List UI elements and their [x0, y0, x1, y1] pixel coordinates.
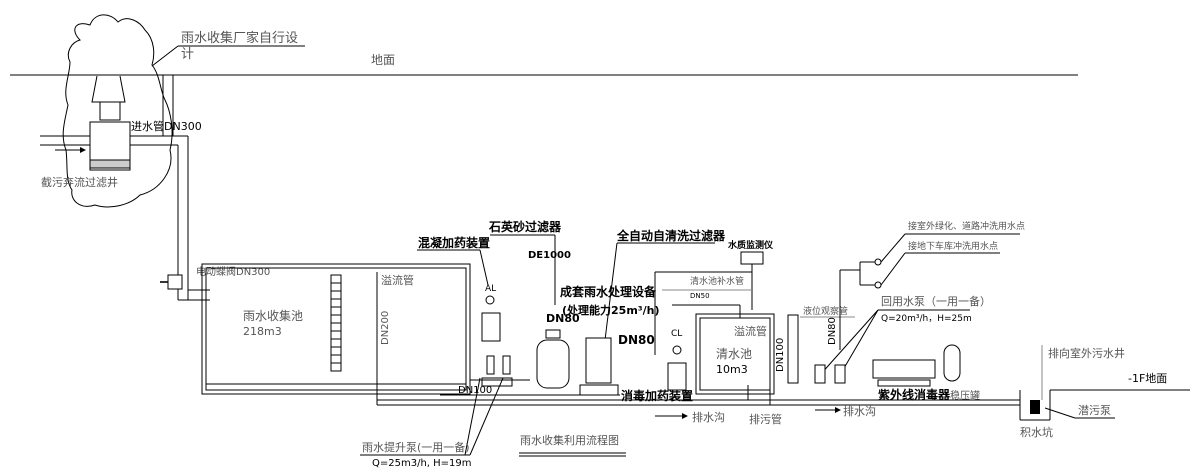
outlet-valve-icon — [874, 281, 882, 289]
outlet-valve-icon — [874, 258, 882, 266]
dn80-label-a: DN80 — [546, 312, 580, 325]
makeup-pipe-label: 清水池补水管 — [690, 275, 744, 287]
reuse-pumps — [814, 364, 846, 384]
al-tag: AL — [485, 284, 496, 294]
lift-pump-spec: Q=25m3/h, H=19m — [372, 458, 472, 469]
coag-tank — [481, 312, 501, 342]
collection-tank — [205, 267, 467, 391]
cl-tank — [667, 362, 687, 391]
sump-pump-icon — [1030, 400, 1040, 414]
floor-b1-label: -1F地面 — [1128, 372, 1167, 385]
coag-dosing-label: 混凝加药装置 — [418, 235, 490, 250]
vendor-note-leader — [151, 45, 179, 67]
dn100-label-a: DN100 — [458, 385, 492, 396]
auto-filter-unit — [585, 337, 612, 384]
dosing-pump-icon — [485, 295, 495, 305]
filter-well-neck — [99, 101, 121, 121]
overflow-pipe-label-1: 溢流管 — [381, 273, 414, 287]
drain-ditch-label-1: 排水沟 — [692, 410, 725, 424]
garage-use-label: 接地下车库冲洗用水点 — [908, 240, 998, 252]
vendor-note-line1: 雨水收集厂家自行设 — [181, 30, 298, 46]
reuse-pump-label: 回用水泵（一用一备） — [881, 294, 991, 308]
level-tube-label: 液位观察管 — [803, 305, 848, 317]
level-gauge-ticks — [331, 282, 341, 364]
butterfly-valve-label: 电动蝶阀DN300 — [196, 265, 270, 278]
dn200-label: DN200 — [380, 311, 391, 345]
collection-tank-volume: 218m3 — [243, 325, 282, 338]
filter-well-base — [89, 159, 131, 169]
to-sewer-label: 排向室外污水井 — [1048, 346, 1125, 360]
reuse-pump-spec: Q=20m³/h，H=25m — [881, 314, 972, 324]
clear-tank-label: 清水池 — [716, 347, 752, 361]
pressure-tank-label: 稳压罐 — [950, 389, 980, 402]
sump-pit-label: 积水坑 — [1020, 425, 1053, 439]
dn80-label-b: DN80 — [618, 333, 655, 347]
water-quality-meter-label: 水质监测仪 — [728, 239, 774, 251]
clear-tank-volume: 10m3 — [716, 363, 748, 376]
vendor-note-line2: 计 — [181, 47, 194, 62]
sand-filter-valve — [545, 329, 561, 339]
treatment-set-label: 成套雨水处理设备 — [560, 284, 657, 299]
treatment-capacity-label: (处理能力25m³/h) — [562, 303, 660, 317]
outdoor-use-label: 接室外绿化、道路冲洗用水点 — [908, 220, 1025, 232]
drain-ditch-label-2: 排水沟 — [843, 404, 876, 418]
inlet-pipe-label: 进水管DN300 — [131, 119, 202, 133]
dn50-label: DN50 — [690, 292, 710, 300]
sand-filter-label: 石英砂过滤器 — [488, 219, 562, 234]
overflow-pipe-label-2: 溢流管 — [734, 324, 767, 338]
pressure-tank-icon — [943, 344, 961, 382]
diagram-title: 雨水收集利用流程图 — [520, 433, 619, 447]
vendor-scope-cloud — [62, 14, 173, 208]
auto-filter-label: 全自动自清洗过滤器 — [616, 228, 726, 243]
filter-well-label: 截污弃流过滤井 — [41, 175, 118, 189]
collection-tank-label: 雨水收集池 — [243, 308, 303, 323]
de1000-label: DE1000 — [528, 250, 571, 261]
water-quality-meter-icon — [740, 251, 764, 265]
sump-pump-label: 潜污泵 — [1078, 403, 1111, 417]
dn100-label-b: DN100 — [775, 338, 786, 372]
lift-pump-label: 雨水提升泵(一用一备) — [362, 440, 470, 454]
uv-sterilizer-unit — [872, 359, 936, 379]
sewage-pipe-label: 排污管 — [749, 412, 782, 426]
uv-sterilizer-label: 紫外线消毒器 — [878, 387, 951, 402]
sand-filter-vessel — [536, 339, 570, 389]
disinfect-dosing-label: 消毒加药装置 — [621, 388, 693, 403]
filter-well-cone — [91, 75, 126, 103]
butterfly-valve-icon — [167, 274, 183, 290]
ground-label: 地面 — [371, 53, 395, 67]
cl-pump-icon — [672, 345, 682, 355]
cl-tag: CL — [671, 329, 682, 339]
dn80-label-c: DN80 — [827, 317, 838, 345]
